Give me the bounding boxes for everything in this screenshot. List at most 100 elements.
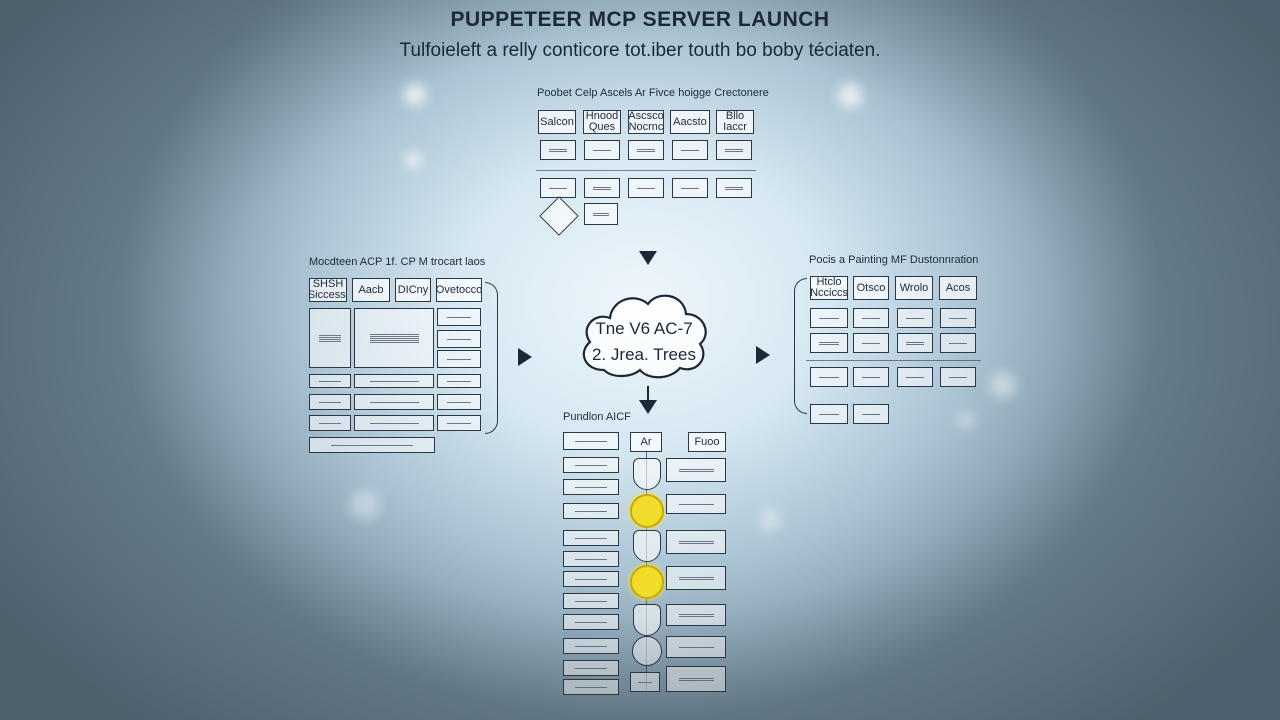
left-cell: [354, 308, 434, 368]
left-cell: [437, 415, 481, 431]
decision-diamond-icon: [539, 196, 579, 236]
bottom-left-cell: [563, 660, 619, 676]
cloud-line-1: Tne V6 AC-7: [595, 319, 693, 338]
right-header-cell: Acos: [939, 276, 977, 300]
right-cell: [853, 404, 889, 424]
bottom-left-cell: [563, 432, 619, 450]
left-header-cell: Ovetocco: [436, 278, 482, 302]
connector-line: [647, 386, 649, 400]
top-cell: [540, 178, 576, 198]
bottom-left-cell: [563, 679, 619, 695]
arrow-down-icon: [639, 400, 657, 414]
shield-icon: [633, 530, 661, 562]
right-cell: [810, 333, 848, 353]
glow-spot: [958, 412, 974, 428]
gold-badge-icon: [630, 565, 664, 599]
bottom-left-cell: [563, 503, 619, 519]
right-cell: [810, 367, 848, 387]
top-cell: [628, 178, 664, 198]
page-subtitle: Tulfoieleft a relly conticore tot.iber t…: [399, 40, 881, 61]
cloud-label: Tne V6 AC-7 2. Jrea. Trees: [574, 316, 714, 368]
top-header-cell: Ascsco Nocrnc: [628, 110, 664, 134]
top-header-cell: Hnood Ques: [583, 110, 621, 134]
left-header-cell: Aacb: [352, 278, 390, 302]
right-cell: [940, 333, 976, 353]
top-cell: [584, 203, 618, 225]
bottom-left-cell: [563, 530, 619, 546]
shield-icon: [633, 604, 661, 636]
right-cell: [853, 367, 889, 387]
bottom-left-cell: [563, 479, 619, 495]
right-header-cell: Otsco: [853, 276, 889, 300]
glow-spot: [838, 84, 862, 108]
right-cell: [897, 333, 933, 353]
left-cell: [437, 350, 481, 368]
top-header-cell: Aacsto: [670, 110, 710, 134]
top-header-cell: Bllo Iaccr: [716, 110, 754, 134]
glow-spot: [350, 490, 380, 520]
top-cell: [584, 178, 620, 198]
arrow-right-icon: [756, 346, 770, 364]
top-cell: [716, 140, 752, 160]
left-cell: [309, 308, 351, 368]
left-cell: [437, 308, 481, 326]
bottom-right-cell: [666, 636, 726, 658]
left-cell: [309, 415, 351, 431]
cloud-line-2: 2. Jrea. Trees: [592, 345, 696, 364]
bottom-left-cell: [563, 638, 619, 654]
bottom-mid-cell: [630, 672, 660, 692]
right-cell: [940, 308, 976, 328]
bottom-right-cell: [666, 458, 726, 482]
bottom-section-title: Pundlon AICF: [563, 411, 631, 423]
bottom-right-cell: [666, 494, 726, 514]
right-header-cell: Htclo Ncciccs: [810, 276, 848, 300]
shield-icon: [633, 458, 661, 490]
divider-line: [806, 360, 981, 361]
bottom-right-cell: [666, 530, 726, 554]
right-cell: [810, 308, 848, 328]
bottom-column-header: Ar: [630, 432, 662, 452]
right-bracket: [794, 278, 807, 414]
cloud-icon: [582, 294, 707, 379]
right-cell: [853, 308, 889, 328]
right-cell: [897, 367, 933, 387]
top-header-cell: Salcon: [538, 110, 576, 134]
right-cell: [853, 333, 889, 353]
left-section-title: Mocdteen ACP 1f. CP M trocart laos: [309, 256, 486, 268]
top-cell: [540, 140, 576, 160]
page-title: PUPPETEER MCP SERVER LAUNCH: [450, 8, 830, 31]
bottom-right-cell: [666, 566, 726, 590]
bottom-left-cell: [563, 551, 619, 567]
top-cell: [672, 178, 708, 198]
top-cell: [672, 140, 708, 160]
left-cell: [309, 374, 351, 388]
arrow-right-icon: [518, 348, 532, 366]
left-cell: [354, 394, 434, 410]
glow-spot: [760, 510, 780, 530]
left-cell: [354, 415, 434, 431]
gold-badge-icon: [630, 494, 664, 528]
bottom-left-cell: [563, 614, 619, 630]
left-header-cell: SHSH Siccessi: [309, 278, 347, 302]
left-cell: [437, 374, 481, 388]
left-cell: [437, 394, 481, 410]
bottom-right-cell: [666, 604, 726, 626]
left-bracket: [485, 282, 498, 434]
arrow-down-icon: [639, 251, 657, 265]
left-cell: [437, 330, 481, 348]
glow-spot: [990, 372, 1016, 398]
glow-spot: [405, 152, 421, 168]
right-header-cell: Wrolo: [895, 276, 933, 300]
divider-line: [536, 170, 756, 171]
bottom-left-cell: [563, 571, 619, 587]
right-cell: [897, 308, 933, 328]
right-section-title: Pocis a Painting MF Dustonnration: [809, 254, 979, 266]
right-cell: [940, 367, 976, 387]
circle-node-icon: [632, 636, 662, 666]
right-cell: [810, 404, 848, 424]
top-cell: [584, 140, 620, 160]
left-cell: [309, 437, 435, 453]
bottom-left-cell: [563, 457, 619, 473]
left-cell: [309, 394, 351, 410]
bottom-column-header: Fuoo: [688, 432, 726, 452]
